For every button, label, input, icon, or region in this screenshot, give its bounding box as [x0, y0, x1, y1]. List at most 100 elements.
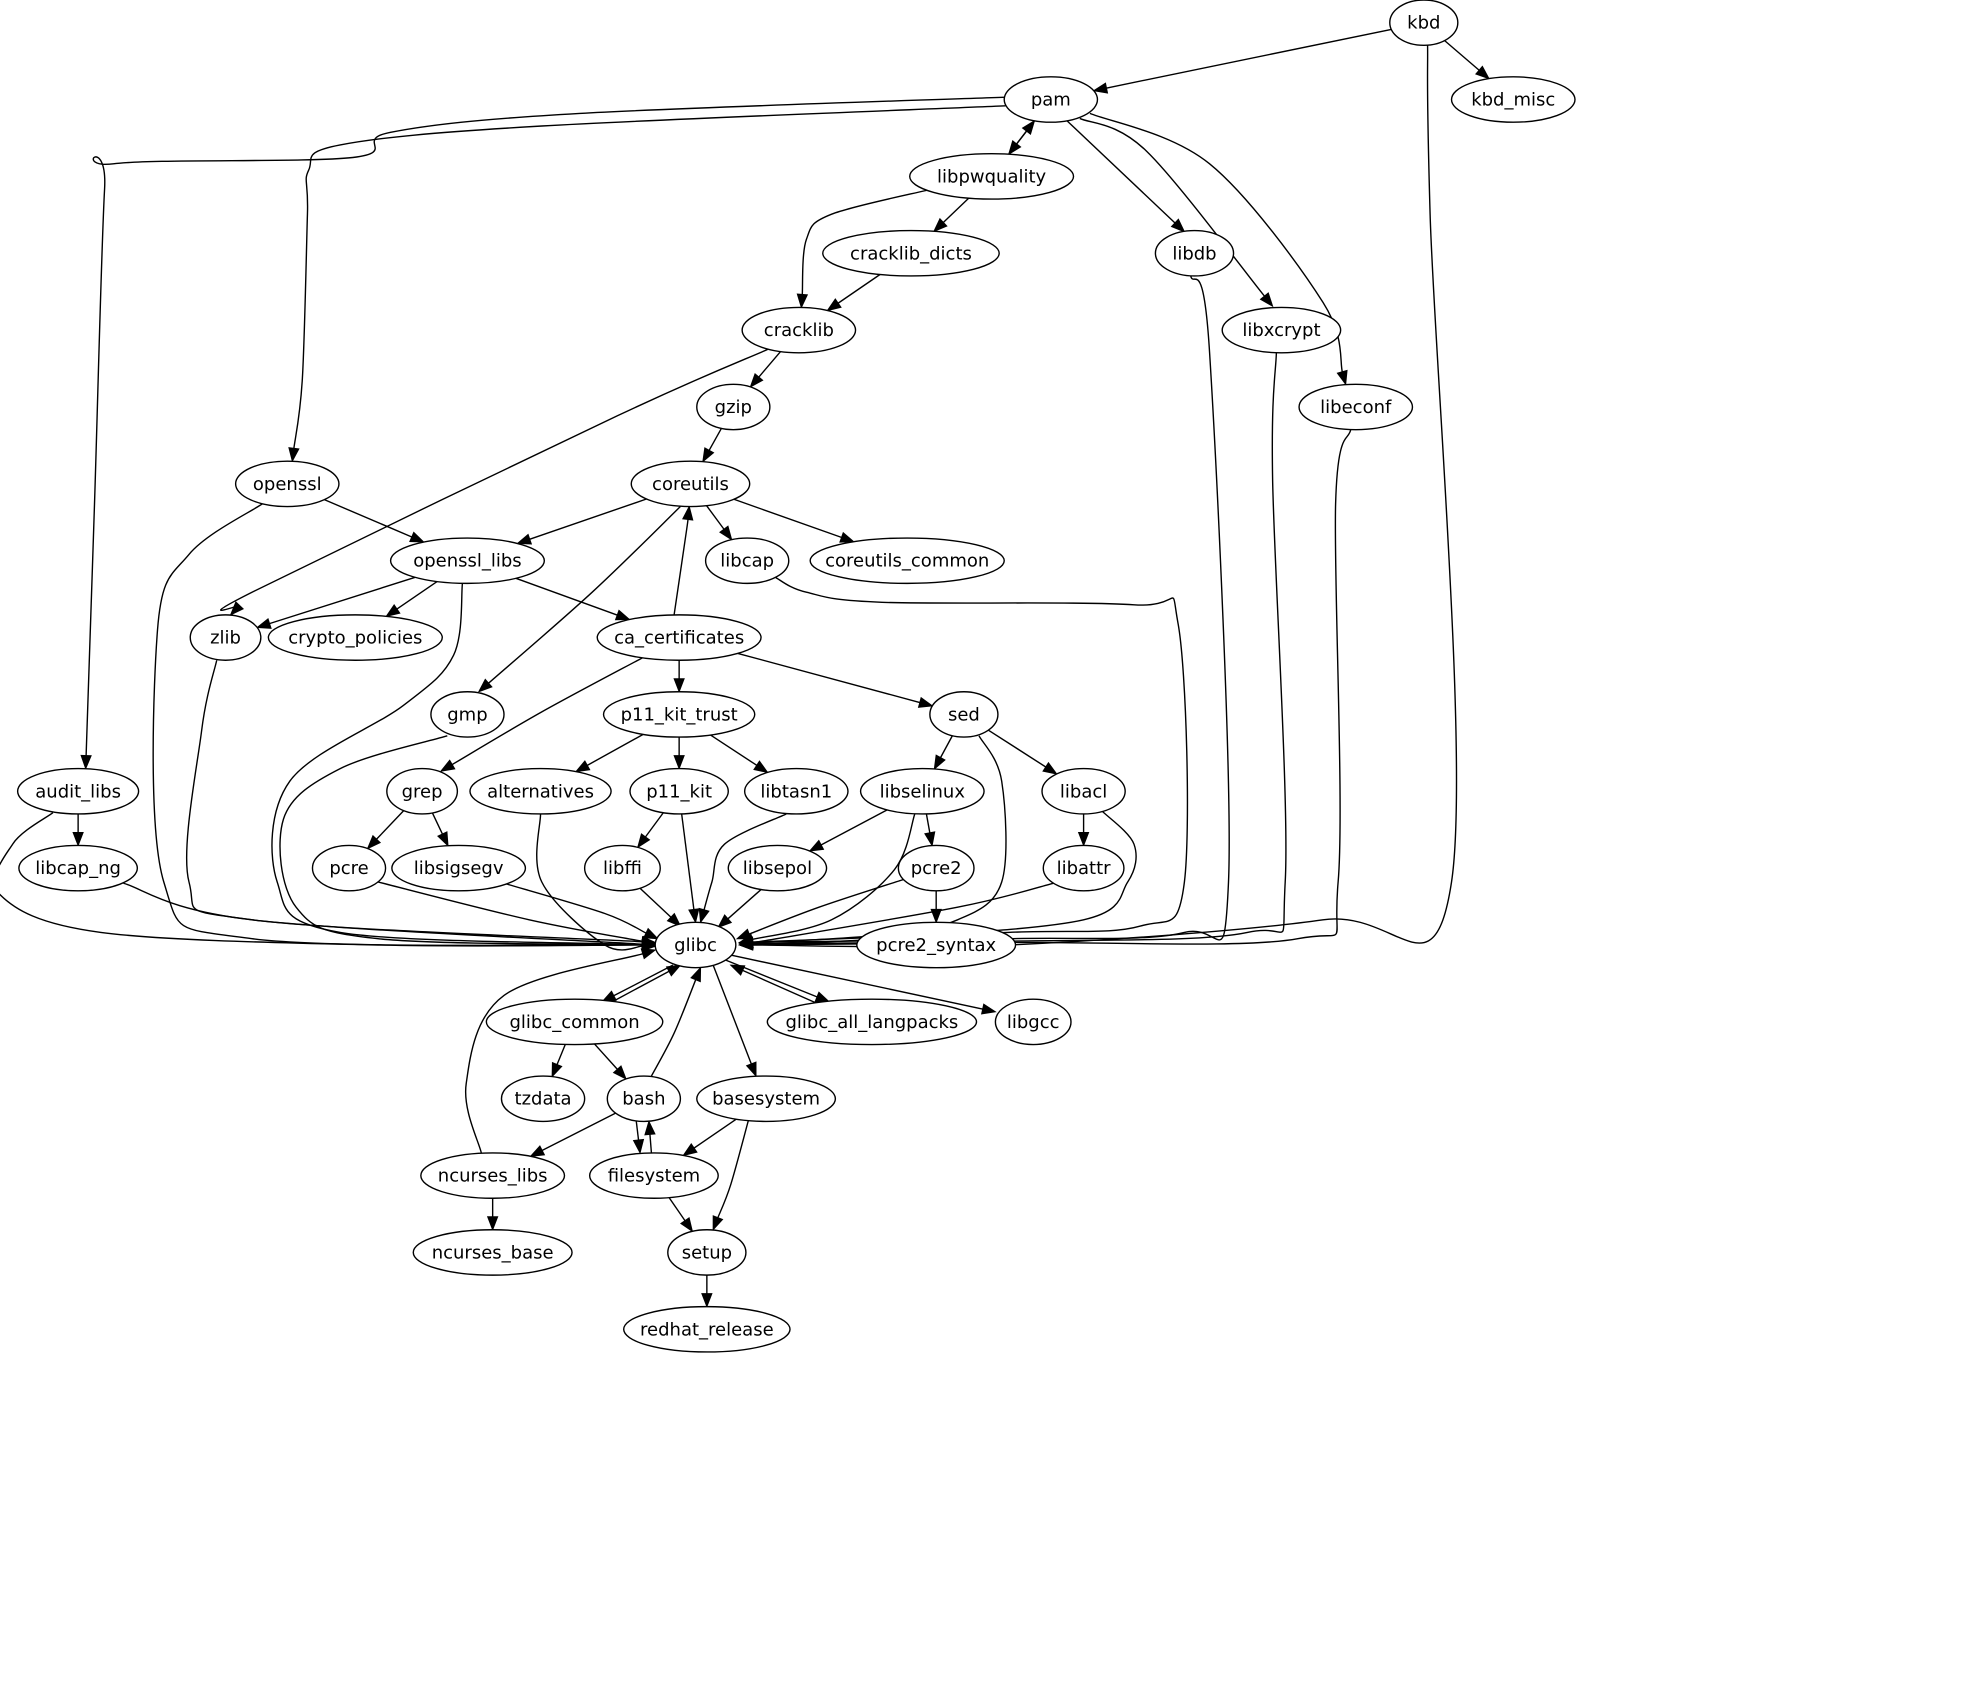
node-libsepol[interactable]: libsepol: [727, 844, 828, 892]
node-ellipse: [391, 844, 527, 892]
edge-arrowhead: [701, 1293, 713, 1309]
node-libacl[interactable]: libacl: [1041, 767, 1126, 815]
edge-arrowhead: [477, 678, 493, 693]
node-basesystem[interactable]: basesystem: [696, 1075, 837, 1123]
node-zlib[interactable]: zlib: [189, 614, 262, 661]
node-ellipse: [469, 767, 612, 815]
node-openssl[interactable]: openssl: [234, 460, 340, 508]
edge-line: [377, 881, 644, 943]
edge-line: [395, 580, 438, 611]
node-crypto_policies[interactable]: crypto_policies: [267, 614, 443, 661]
node-libgcc[interactable]: libgcc: [994, 998, 1072, 1046]
node-setup[interactable]: setup: [667, 1229, 747, 1276]
node-pam[interactable]: pam: [1003, 76, 1099, 123]
node-ellipse: [630, 460, 751, 508]
node-libselinux[interactable]: libselinux: [859, 767, 985, 815]
edge-cracklib_dicts-to-cracklib: [826, 273, 881, 312]
node-openssl_libs[interactable]: openssl_libs: [389, 537, 546, 585]
node-grep[interactable]: grep: [386, 767, 459, 815]
edge-p11_kit_trust-to-p11_kit: [673, 737, 685, 770]
node-filesystem[interactable]: filesystem: [588, 1152, 719, 1199]
edge-arrowhead: [719, 525, 733, 541]
edge-pam-to-libxcrypt: [1079, 117, 1274, 308]
edge-arrowhead: [366, 834, 382, 850]
edge-line: [649, 1133, 653, 1153]
node-label: kbd_misc: [1471, 90, 1555, 111]
edge-grep-to-libsigsegv: [431, 812, 449, 848]
node-label: openssl_libs: [413, 551, 521, 572]
edge-arrowhead: [1092, 82, 1109, 94]
node-label: gmp: [447, 704, 487, 725]
node-p11_kit_trust[interactable]: p11_kit_trust: [602, 691, 756, 738]
edge-pam-to-audit_libs: [80, 96, 1009, 770]
node-ellipse: [1450, 76, 1576, 123]
edge-arrowhead: [612, 1065, 627, 1080]
node-label: pcre2_syntax: [876, 935, 996, 956]
node-glibc_common[interactable]: glibc_common: [485, 998, 664, 1046]
edge-line: [726, 889, 762, 920]
edge-arrowhead: [1077, 831, 1090, 847]
node-libdb[interactable]: libdb: [1154, 229, 1235, 277]
node-label: audit_libs: [35, 781, 121, 802]
node-coreutils[interactable]: coreutils: [630, 460, 751, 508]
node-libffi[interactable]: libffi: [583, 844, 661, 892]
node-gmp[interactable]: gmp: [430, 691, 505, 738]
edge-setup-to-redhat_release: [701, 1275, 713, 1309]
node-libpwquality[interactable]: libpwquality: [909, 153, 1075, 200]
node-label: glibc: [674, 935, 717, 956]
node-label: bash: [622, 1089, 665, 1110]
edge-ncurses_libs-to-glibc: [464, 948, 657, 1154]
edge-sed-to-libacl: [988, 729, 1058, 775]
node-label: libcap: [720, 551, 774, 572]
node-audit_libs[interactable]: audit_libs: [16, 767, 140, 815]
node-label: tzdata: [515, 1089, 572, 1110]
node-glibc_all_langpacks[interactable]: glibc_all_langpacks: [766, 998, 978, 1046]
edge-ca_certificates-to-p11_kit_trust: [673, 660, 685, 694]
node-ncurses_libs[interactable]: ncurses_libs: [420, 1152, 566, 1199]
node-ellipse: [1003, 76, 1099, 123]
node-libtasn1[interactable]: libtasn1: [743, 767, 849, 815]
edge-basesystem-to-filesystem: [682, 1118, 737, 1157]
node-libcap[interactable]: libcap: [704, 537, 790, 585]
edge-arrowhead: [1042, 761, 1058, 775]
node-ellipse: [856, 921, 1017, 969]
edge-line: [612, 970, 671, 1003]
node-ca_certificates[interactable]: ca_certificates: [596, 614, 762, 661]
node-tzdata[interactable]: tzdata: [500, 1075, 586, 1123]
node-libsigsegv[interactable]: libsigsegv: [391, 844, 527, 892]
node-pcre2[interactable]: pcre2: [897, 844, 975, 892]
edge-coreutils-to-libcap: [706, 505, 733, 541]
edge-arrowhead: [385, 604, 401, 618]
node-alternatives[interactable]: alternatives: [469, 767, 612, 815]
node-libcap_ng[interactable]: libcap_ng: [18, 844, 139, 892]
edge-line: [464, 952, 644, 1154]
node-sed[interactable]: sed: [929, 691, 999, 738]
node-ncurses_base[interactable]: ncurses_base: [412, 1229, 573, 1276]
node-label: setup: [682, 1242, 732, 1263]
node-pcre2_syntax[interactable]: pcre2_syntax: [856, 921, 1017, 969]
node-glibc[interactable]: glibc: [654, 921, 737, 969]
edge-line: [692, 1118, 737, 1150]
edge-line: [536, 813, 644, 951]
node-libeconf[interactable]: libeconf: [1298, 383, 1414, 431]
edge-openssl-to-openssl_libs: [324, 499, 426, 543]
node-cracklib[interactable]: cracklib: [741, 306, 857, 354]
node-kbd[interactable]: kbd: [1389, 0, 1459, 47]
node-kbd_misc[interactable]: kbd_misc: [1450, 76, 1576, 123]
node-label: p11_kit: [646, 781, 712, 802]
edge-line: [556, 1044, 566, 1066]
node-gzip[interactable]: gzip: [696, 383, 771, 431]
node-coreutils_common[interactable]: coreutils_common: [809, 537, 1005, 585]
node-bash[interactable]: bash: [606, 1075, 682, 1123]
node-redhat_release[interactable]: redhat_release: [622, 1305, 791, 1353]
node-libxcrypt[interactable]: libxcrypt: [1221, 306, 1342, 354]
edge-arrowhead: [529, 1145, 546, 1157]
node-libattr[interactable]: libattr: [1042, 844, 1125, 892]
edge-arrowhead: [673, 755, 685, 770]
edge-glibc-to-glibc_common: [601, 964, 674, 1003]
edge-line: [0, 812, 644, 947]
node-p11_kit[interactable]: p11_kit: [629, 767, 729, 815]
edge-gzip-to-coreutils: [702, 428, 722, 463]
node-cracklib_dicts[interactable]: cracklib_dicts: [822, 229, 1000, 277]
node-pcre[interactable]: pcre: [311, 844, 387, 892]
